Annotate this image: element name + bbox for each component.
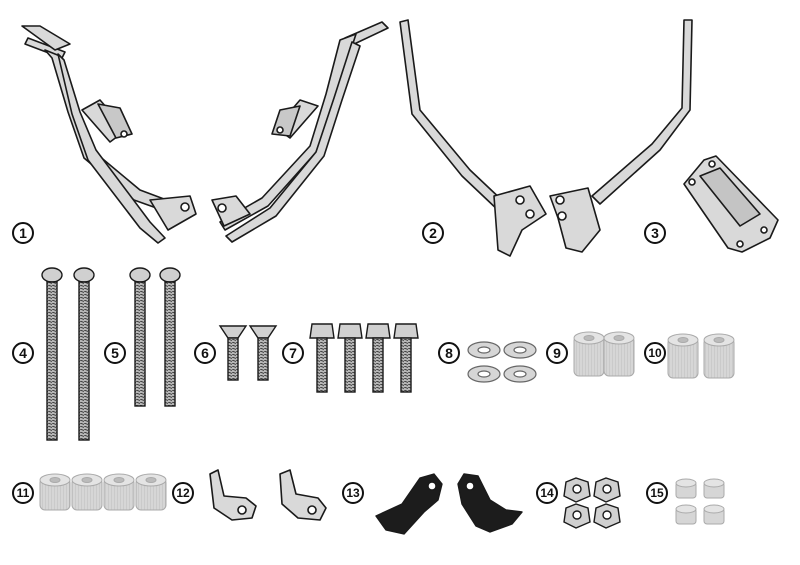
part-number-7: 7 [282,342,304,364]
washer-icon [467,341,537,383]
hex-bolt-icon [309,323,419,393]
small-bracket-icon [209,469,327,521]
part-number-8: 8 [438,342,460,364]
part-number-9: 9 [546,342,568,364]
countersunk-bolt-icon [218,325,278,381]
frame-arm-left-icon [21,25,197,244]
tube-bracket-icon [399,19,693,257]
part-number-3: 3 [644,222,666,244]
part-number-12: 12 [172,482,194,504]
nut-icon [563,477,621,529]
part-number-2: 2 [422,222,444,244]
part-number-6: 6 [194,342,216,364]
spacer-pair-icon [667,333,735,379]
part-number-10: 10 [644,342,666,364]
part-number-4: 4 [12,342,34,364]
short-spacer-icon [39,473,167,511]
spacer-icon [573,331,635,377]
part-number-13: 13 [342,482,364,504]
long-bolt-icon [41,267,95,441]
part-number-5: 5 [104,342,126,364]
part-number-14: 14 [536,482,558,504]
part-number-1: 1 [12,222,34,244]
part-number-15: 15 [646,482,668,504]
mid-bolt-icon [129,267,181,407]
frame-arm-right-icon [211,21,389,243]
plate-icon [683,155,779,253]
part-number-11: 11 [12,482,34,504]
dark-bracket-icon [375,473,523,535]
small-spacer-icon [675,478,725,525]
